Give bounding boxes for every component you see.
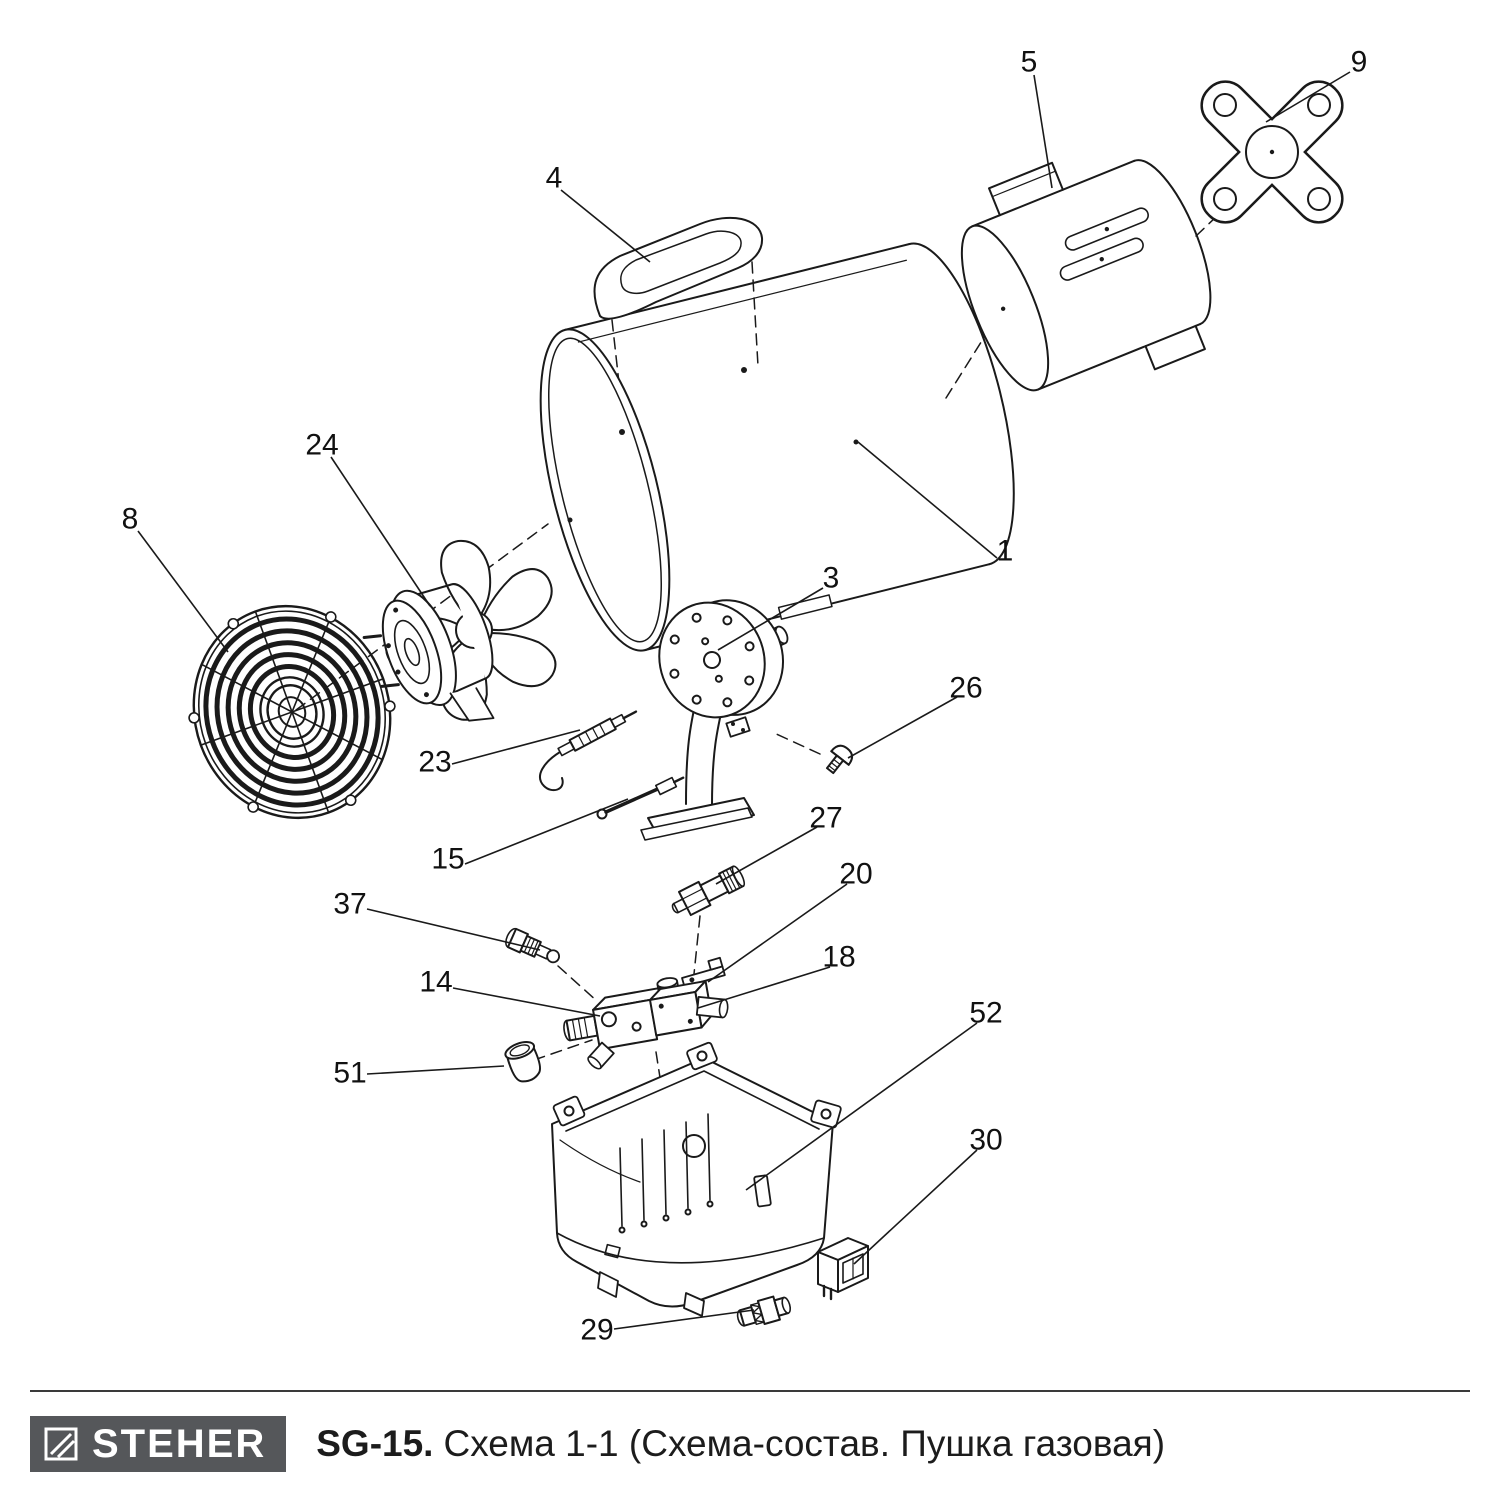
leader-line-14 [452, 987, 601, 1017]
part-label-3: 3 [823, 562, 840, 595]
part-label-24: 24 [305, 429, 338, 462]
part-label-51: 51 [333, 1057, 366, 1090]
part-label-26: 26 [949, 672, 982, 705]
leader-line-29 [613, 1309, 755, 1330]
part-label-37: 37 [333, 888, 366, 921]
part-label-18: 18 [822, 941, 855, 974]
part-label-29: 29 [580, 1314, 613, 1347]
leader-line-20 [707, 883, 848, 983]
footer: STEHER SG-15.Схема 1-1 (Схема-состав. Пу… [0, 1390, 1500, 1472]
leader-line-9 [1265, 71, 1351, 123]
part-51-cap [504, 1041, 541, 1083]
part-label-1: 1 [997, 535, 1014, 568]
leader-line-37 [366, 908, 541, 951]
exploded-diagram: 1 3 4 5 8 9 14 15 18 20 23 24 26 27 29 30 37 51 52 [122, 46, 1368, 1347]
leader-line-3 [717, 587, 824, 651]
part-1-combustion-chamber [539, 242, 1015, 652]
part-26-screw [825, 744, 854, 775]
part-label-14: 14 [419, 966, 452, 999]
diagram-artwork [188, 80, 1344, 1327]
part-24-fan-motor [362, 537, 565, 725]
leader-line-18 [697, 966, 831, 1009]
leader-line-52 [745, 1022, 978, 1191]
brand-logo-icon [44, 1427, 78, 1461]
part-23-igniter [539, 710, 638, 792]
leader-line-30 [853, 1149, 978, 1265]
part-15-thermocouple [596, 776, 685, 820]
part-4-handle [593, 216, 764, 320]
leader-line-23 [451, 729, 581, 765]
part-label-4: 4 [546, 162, 563, 195]
part-8-fan-guard [188, 604, 396, 820]
part-label-23: 23 [418, 746, 451, 779]
caption-text: Схема 1-1 (Схема-состав. Пушка газовая) [443, 1423, 1166, 1464]
leader-line-27 [715, 826, 818, 885]
part-18-gas-valve [649, 977, 729, 1037]
leader-line-4 [560, 189, 651, 263]
diagram-caption: SG-15.Схема 1-1 (Схема-состав. Пушка газ… [316, 1423, 1165, 1465]
brand-name: STEHER [92, 1422, 267, 1466]
part-3-burner [640, 599, 789, 841]
part-label-8: 8 [122, 503, 139, 536]
part-label-30: 30 [969, 1124, 1002, 1157]
part-37-fitting [505, 927, 561, 964]
part-label-5: 5 [1021, 46, 1038, 79]
part-label-15: 15 [431, 843, 464, 876]
leader-line-5 [1033, 74, 1053, 189]
part-label-9: 9 [1351, 46, 1368, 79]
leader-line-51 [366, 1065, 505, 1075]
brand-logo: STEHER [30, 1416, 287, 1472]
leader-line-15 [464, 798, 629, 865]
leader-line-24 [330, 456, 431, 607]
part-9-rear-bracket [1200, 80, 1344, 224]
part-29-fitting [736, 1295, 792, 1327]
model-name: SG-15. [316, 1423, 434, 1464]
part-label-27: 27 [809, 802, 842, 835]
part-5-outer-shell [960, 159, 1212, 392]
leader-line-26 [847, 696, 958, 759]
footer-divider [30, 1390, 1470, 1392]
part-labels-layer: 1 3 4 5 8 9 14 15 18 20 23 24 26 27 29 30 37 51 52 [122, 46, 1368, 1347]
part-label-52: 52 [969, 997, 1002, 1030]
part-27-nozzle [671, 865, 746, 917]
part-14-valve-body [563, 986, 664, 1070]
leader-line-1 [857, 441, 998, 559]
part-label-20: 20 [839, 858, 872, 891]
part-52-base-housing [551, 1041, 842, 1317]
leader-line-8 [137, 530, 229, 653]
part-20-bracket [681, 956, 726, 988]
